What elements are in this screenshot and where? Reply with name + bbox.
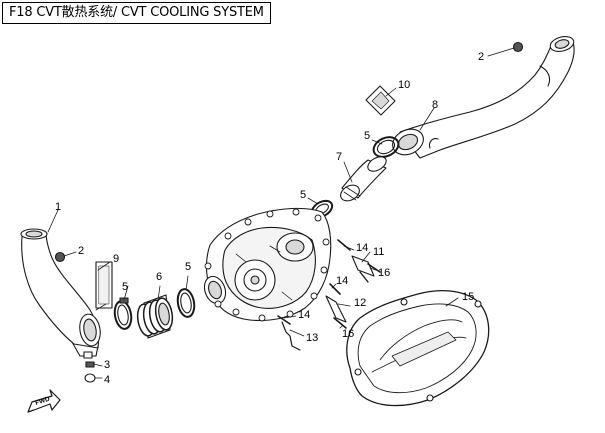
hose-clamp-right [176, 288, 196, 318]
callout-5-left: 5 [122, 281, 128, 293]
warning-label-decal [365, 85, 396, 116]
callout-5-upper: 5 [364, 130, 370, 142]
callout-14-lower: 14 [298, 309, 310, 321]
callout-2-top: 2 [478, 51, 484, 63]
callout-12: 12 [354, 297, 366, 309]
nut-left [54, 251, 66, 263]
callout-16-upper: 16 [378, 267, 390, 279]
hose-clamp-upper [372, 136, 400, 158]
leader-lines [47, 47, 515, 379]
callout-numbers: 1 2 9 3 4 5 6 5 2 10 8 5 7 5 14 11 16 14… [55, 51, 484, 386]
fastener-3 [85, 361, 95, 368]
curved-connecting-hose [340, 156, 387, 202]
callout-9: 9 [113, 253, 119, 265]
callout-5-middle: 5 [300, 189, 306, 201]
callout-11: 11 [373, 246, 384, 258]
bolt-16-lower [333, 317, 347, 329]
callout-14-middle: 14 [336, 275, 348, 287]
nut-top [512, 41, 524, 53]
spring-13 [281, 321, 301, 351]
callout-13: 13 [306, 332, 318, 344]
callout-3: 3 [104, 359, 110, 371]
callout-16-lower: 16 [342, 328, 354, 340]
lower-intake-duct [20, 228, 101, 359]
callout-5-center: 5 [185, 261, 191, 273]
fastener-4 [84, 373, 96, 383]
callout-6: 6 [156, 271, 162, 283]
forward-direction-arrow: FWD [27, 389, 61, 413]
diagram-title: F18 CVT散热系统/ CVT COOLING SYSTEM [2, 2, 271, 24]
callout-15: 15 [462, 291, 474, 303]
hose-clamp-left [113, 297, 133, 330]
fwd-label: FWD [34, 396, 51, 407]
bolt-14-upper [337, 239, 351, 251]
callout-7: 7 [336, 151, 342, 163]
callout-2-left: 2 [78, 245, 84, 257]
callout-4: 4 [104, 374, 110, 386]
cvt-outer-cover [346, 289, 490, 407]
label-panel [95, 261, 113, 309]
cvt-inner-case [203, 207, 332, 322]
callout-14-upper: 14 [356, 242, 368, 254]
bolt-16-upper [367, 263, 381, 273]
callout-8: 8 [432, 99, 438, 111]
bracket-12 [325, 295, 347, 323]
callout-10: 10 [398, 79, 410, 91]
bolt-14-lower [277, 315, 291, 325]
bracket-11 [351, 255, 375, 283]
bolt-14-middle [329, 283, 341, 295]
corrugated-bellows [136, 294, 174, 339]
callout-1: 1 [55, 201, 61, 213]
